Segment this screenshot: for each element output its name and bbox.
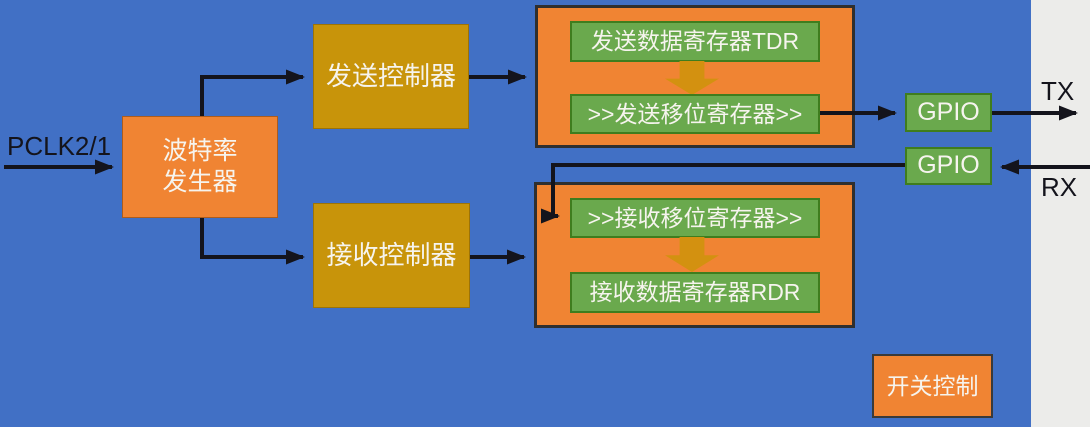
switch-control-label: 开关控制 bbox=[886, 372, 979, 399]
rx-signal-label: RX bbox=[1041, 172, 1078, 202]
gpio-tx-label: GPIO bbox=[917, 97, 980, 126]
baud-rate-generator-box: 波特率 发生器 bbox=[122, 116, 278, 218]
receive-data-register-rdr-box: 接收数据寄存器RDR bbox=[570, 272, 820, 313]
receive-controller-box: 接收控制器 bbox=[313, 203, 470, 308]
transmit-controller-box: 发送控制器 bbox=[313, 24, 469, 129]
baud-rate-generator-label-line1: 波特率 bbox=[162, 136, 238, 165]
receive-data-register-rdr-label: 接收数据寄存器RDR bbox=[589, 279, 801, 306]
receive-shift-register-box: >>接收移位寄存器>> bbox=[570, 198, 820, 238]
transmit-shift-register-box: >>发送移位寄存器>> bbox=[570, 94, 820, 134]
receive-controller-label: 接收控制器 bbox=[326, 240, 457, 271]
wire-baud-to-transmit-controller bbox=[200, 69, 305, 116]
transmit-data-register-tdr-box: 发送数据寄存器TDR bbox=[570, 21, 820, 62]
tx-signal-label: TX bbox=[1041, 76, 1075, 106]
baud-rate-generator-label-line2: 发生器 bbox=[162, 168, 238, 196]
pclk-signal-label: PCLK2/1 bbox=[7, 131, 112, 161]
chip-boundary-strip bbox=[1031, 0, 1090, 427]
receive-shift-register-label: >>接收移位寄存器>> bbox=[587, 204, 803, 231]
gpio-rx-label: GPIO bbox=[917, 151, 980, 180]
switch-control-box: 开关控制 bbox=[872, 354, 993, 418]
transmit-data-register-tdr-label: 发送数据寄存器TDR bbox=[590, 28, 800, 55]
gpio-tx-box: GPIO bbox=[905, 93, 992, 132]
transmit-controller-label: 发送控制器 bbox=[325, 61, 456, 92]
gpio-rx-box: GPIO bbox=[905, 147, 992, 185]
transmit-shift-register-label: >>发送移位寄存器>> bbox=[587, 100, 803, 127]
wire-baud-to-receive-controller bbox=[200, 218, 305, 265]
